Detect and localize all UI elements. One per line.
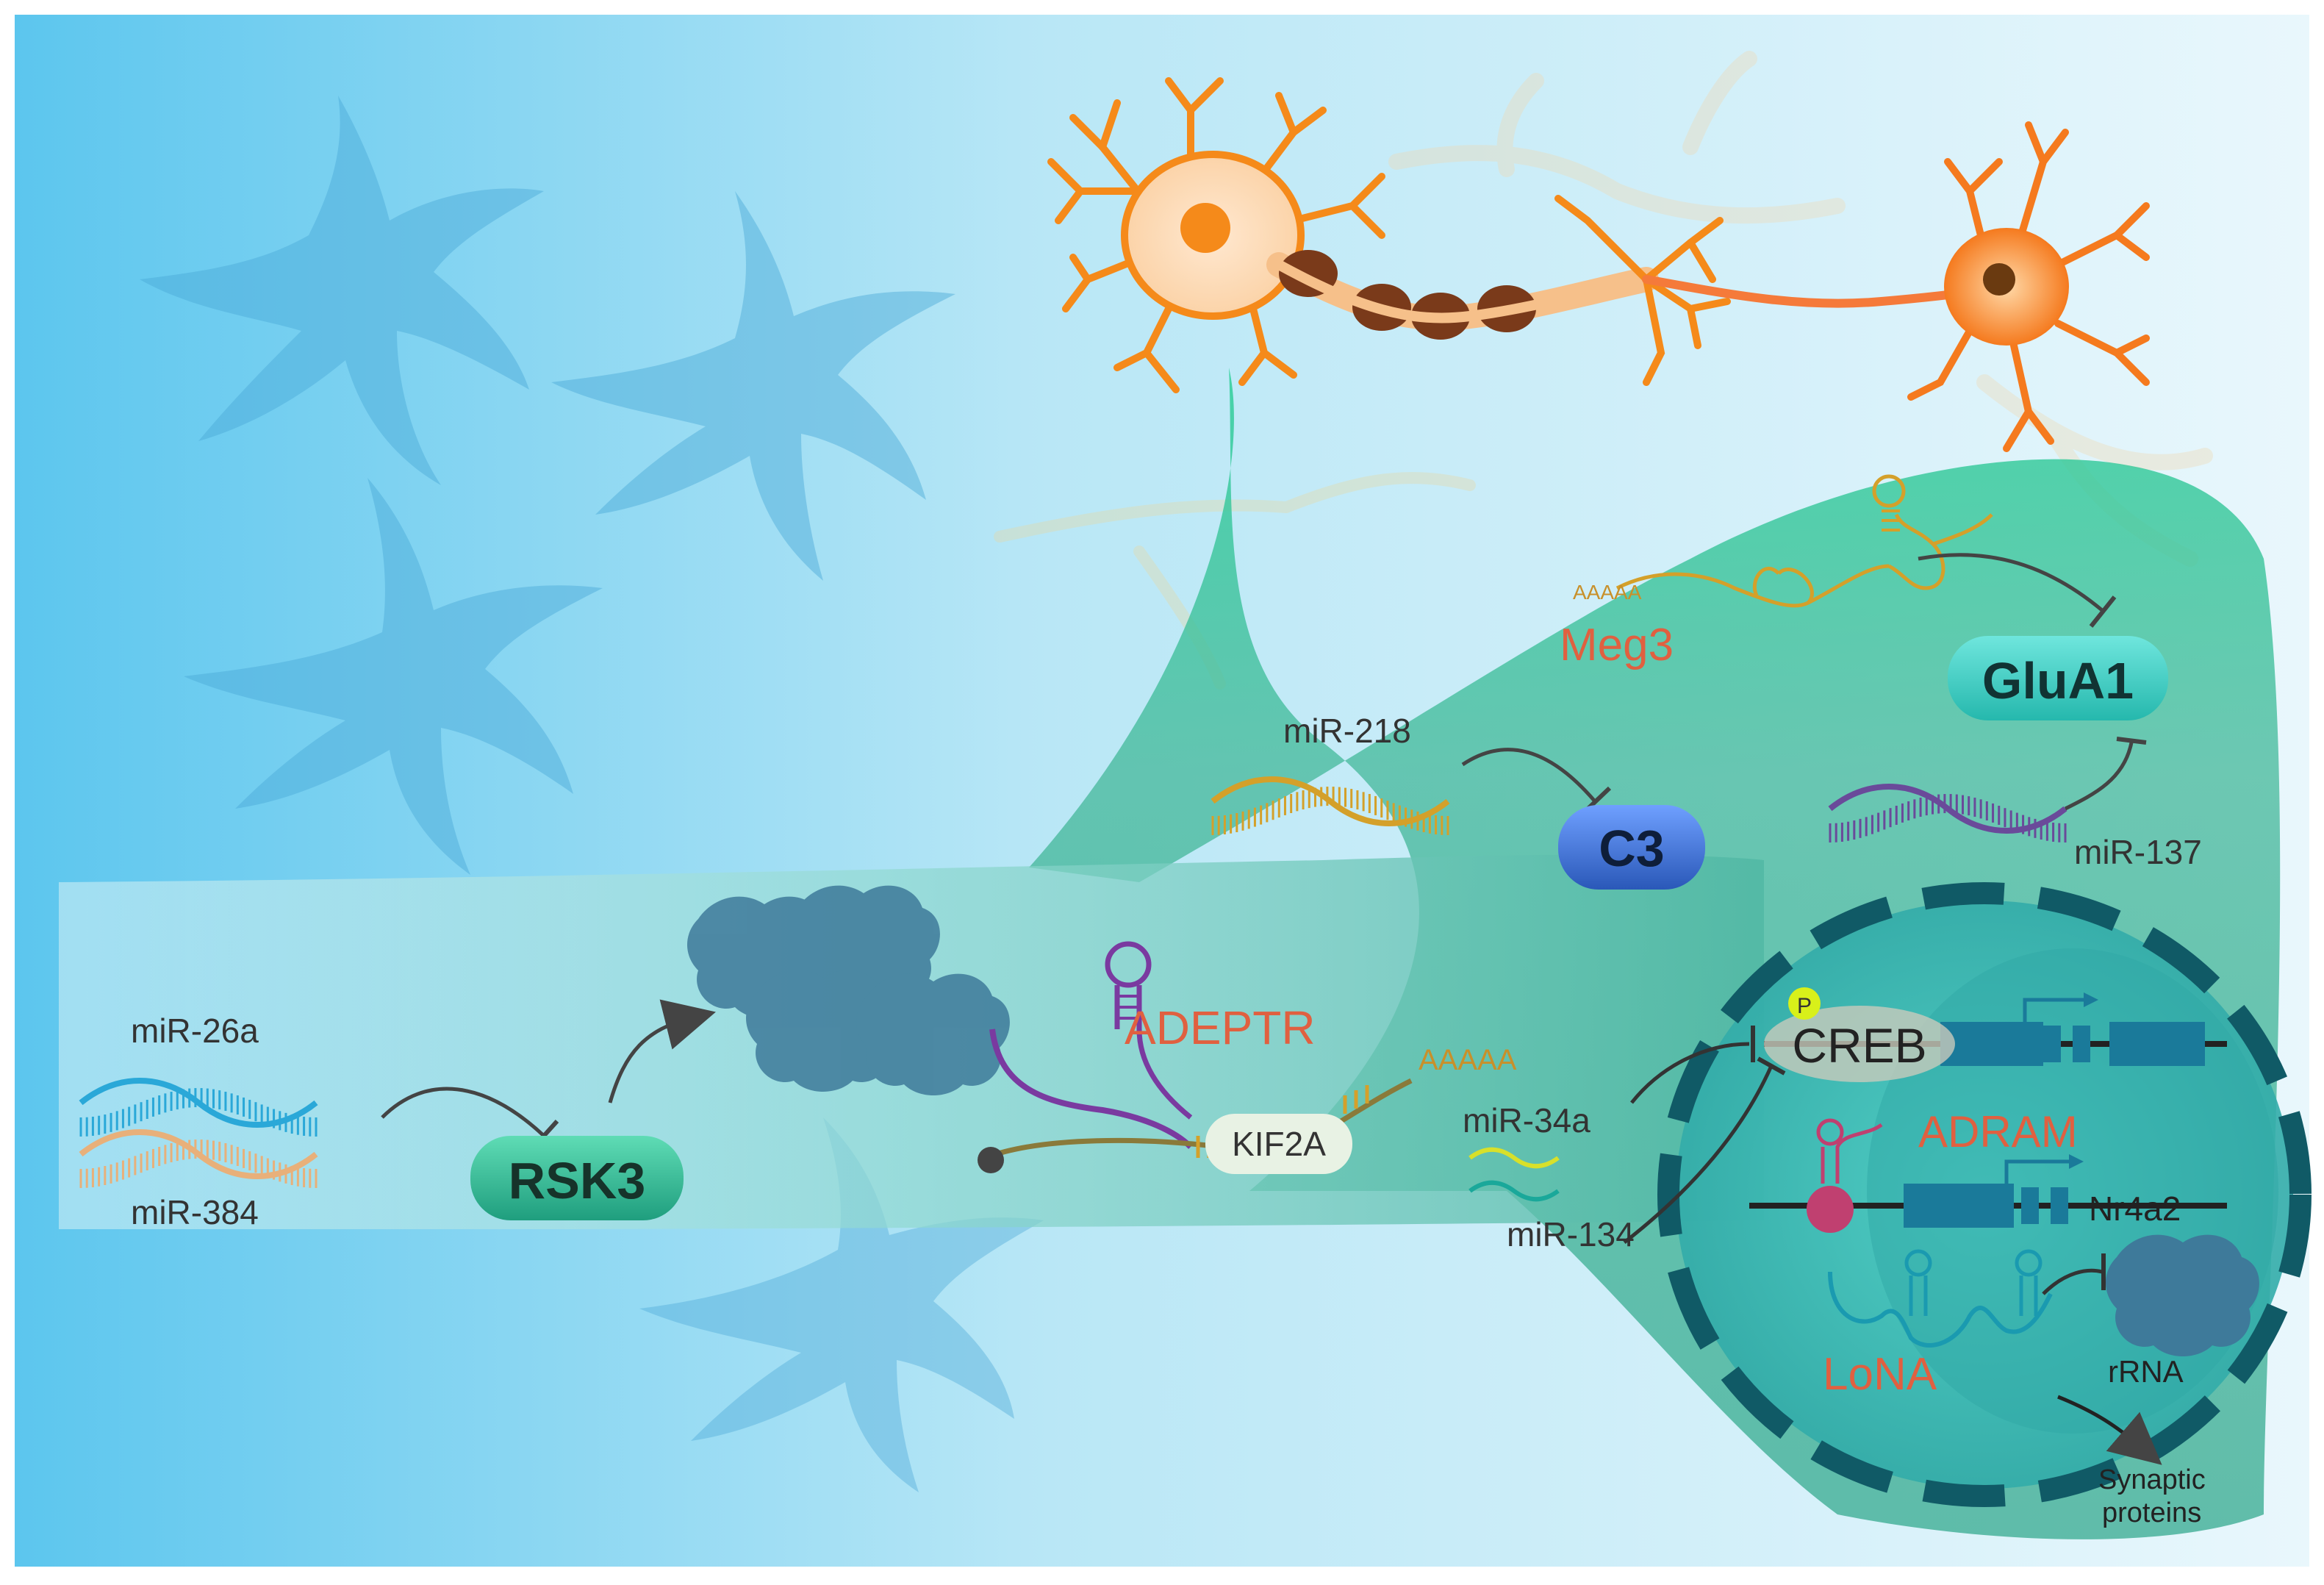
mir26a-strand (79, 1078, 318, 1137)
kif2a-label: KIF2A (1232, 1125, 1326, 1163)
inhibit-bar-creb-2 (1757, 1056, 1786, 1076)
synaptic-label-1: Synaptic (2098, 1464, 2206, 1495)
astrocyte-faded-3 (184, 478, 603, 875)
inhibit-bar-glua1-mir137 (2116, 737, 2147, 745)
creb-gene (1764, 992, 2227, 1066)
mir26a-inhibits-rsk3 (381, 1087, 545, 1137)
ribosome-cluster (687, 885, 1010, 1095)
creb-protein (1764, 1006, 1955, 1082)
adram-label: ADRAM (1918, 1107, 2078, 1156)
lona-lncrna (1828, 1249, 2053, 1348)
neuron-left (1047, 77, 1731, 393)
rsk3-box: RSK3 (470, 1136, 684, 1220)
phospho-circle (1788, 987, 1821, 1020)
mir134-strand (1468, 1180, 1560, 1202)
mir134-label: miR-134 (1507, 1215, 1635, 1253)
rrna-label: rRNA (2108, 1354, 2184, 1389)
mir137-label: miR-137 (2074, 833, 2202, 871)
nr4a2-label: Nr4a2 (2089, 1189, 2181, 1228)
astrocyte-faded-4 (639, 1117, 1044, 1492)
neuron-right (1642, 121, 2150, 452)
lona-label: LoNA (1823, 1349, 1937, 1400)
adeptr-polya-label: AAAAA (1419, 1044, 1517, 1076)
c3-label: C3 (1599, 820, 1664, 877)
mir218-strand (1211, 776, 1450, 835)
mir26a-label: miR-26a (131, 1012, 259, 1050)
adram-lncrna (1807, 1118, 1883, 1233)
adeptr-lncrna (989, 941, 1193, 1149)
mir34a-label: miR-34a (1463, 1101, 1590, 1139)
rsk3-to-ribosome-arrow (608, 999, 716, 1103)
meg3-inhibits-glua1 (1918, 553, 2104, 612)
meg3-label: Meg3 (1560, 620, 1674, 670)
lona-inhibits-rrna (2042, 1268, 2103, 1295)
rrna-to-synaptic-arrow (2057, 1395, 2162, 1465)
mir137-inhibits-glua1 (2064, 742, 2134, 811)
creb-label: CREB (1792, 1018, 1926, 1073)
mir134-inhibits-creb (1623, 1065, 1774, 1244)
mir218-label: miR-218 (1283, 712, 1411, 750)
rrna-ribosome-icon (2106, 1234, 2259, 1356)
mir384-label: miR-384 (131, 1193, 259, 1231)
mir137-strand (1828, 784, 2067, 842)
mir218-inhibits-c3 (1461, 748, 1596, 803)
rsk3-label: RSK3 (509, 1152, 646, 1209)
glua1-label: GluA1 (1982, 652, 2134, 709)
mir384-strand (79, 1129, 318, 1188)
glua1-box: GluA1 (1948, 636, 2168, 720)
c3-box: C3 (1558, 805, 1705, 890)
meg3-lncrna (1615, 474, 1993, 608)
astrocyte-faded-2 (551, 191, 955, 581)
synaptic-label-2: proteins (2102, 1498, 2201, 1528)
inhibit-bar-glua1-meg3 (2089, 595, 2117, 628)
meg3-polya-label: AAAAA (1573, 581, 1642, 604)
adeptr-label: ADEPTR (1125, 1001, 1316, 1054)
kif2a-box (1205, 1114, 1352, 1174)
mir34a-strand (1468, 1147, 1560, 1169)
mir34a-inhibits-creb (1630, 1042, 1750, 1104)
astrocyte-faded-1 (140, 96, 544, 485)
phospho-label: P (1797, 994, 1812, 1018)
